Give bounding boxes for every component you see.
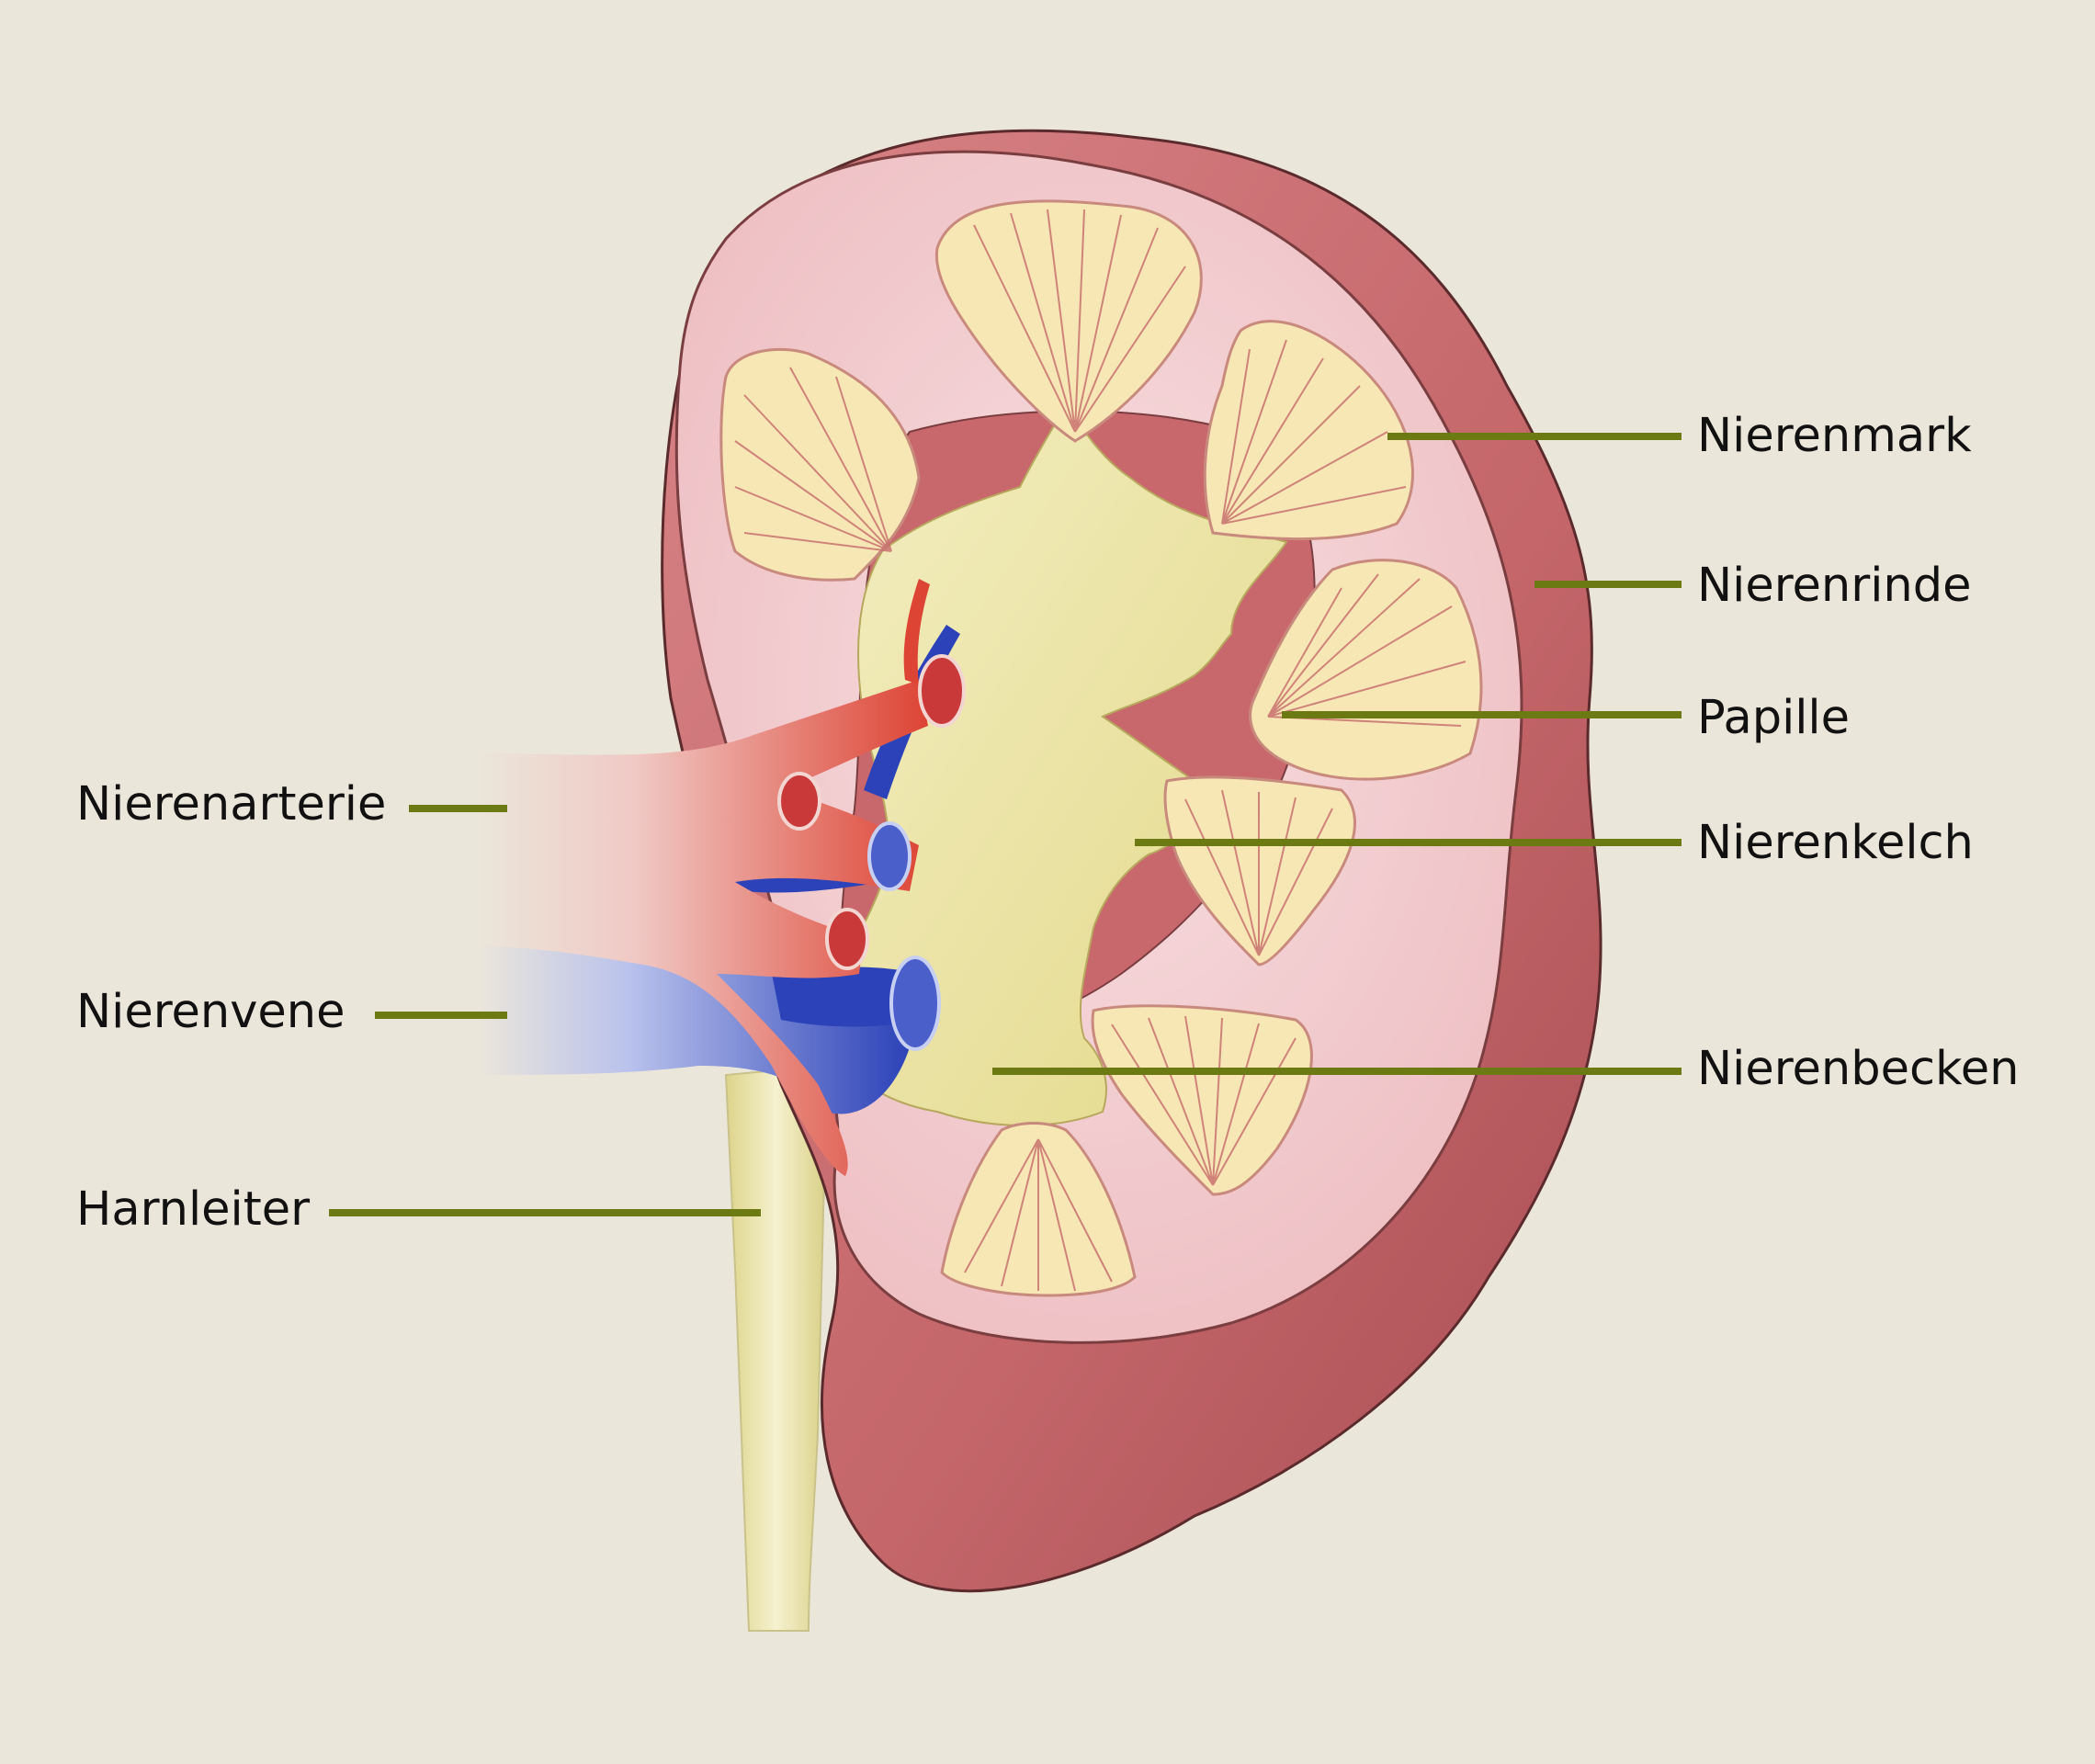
label-papille: Papille <box>1697 691 1850 745</box>
vessel-openings <box>777 654 966 1051</box>
renal-pyramids <box>719 199 1483 1297</box>
pyramid-striations <box>734 209 1466 1292</box>
pyramid-right <box>1163 775 1356 967</box>
ureter <box>724 1064 829 1632</box>
vein-branch-lower <box>772 967 919 1027</box>
artery-opening <box>825 908 869 970</box>
pyramid-upper-left <box>719 347 921 582</box>
leader-lines <box>329 433 1682 1216</box>
pyramid-top <box>934 199 1203 443</box>
vein-opening <box>867 821 912 891</box>
pyramid-lower-right <box>1091 1004 1313 1196</box>
label-nierenvene: Nierenvene <box>76 985 345 1039</box>
label-nierenrinde: Nierenrinde <box>1697 559 1972 613</box>
label-nierenmark: Nierenmark <box>1697 409 1972 463</box>
vein-opening <box>889 956 941 1051</box>
artery-opening <box>918 654 966 728</box>
artery-branch-top <box>903 579 930 684</box>
artery-opening <box>777 772 821 831</box>
pyramid-upper-right <box>1203 320 1414 541</box>
label-nierenarterie: Nierenarterie <box>76 777 387 831</box>
label-harnleiter: Harnleiter <box>76 1182 311 1237</box>
label-nierenkelch: Nierenkelch <box>1697 816 1974 870</box>
label-nierenbecken: Nierenbecken <box>1697 1042 2020 1096</box>
